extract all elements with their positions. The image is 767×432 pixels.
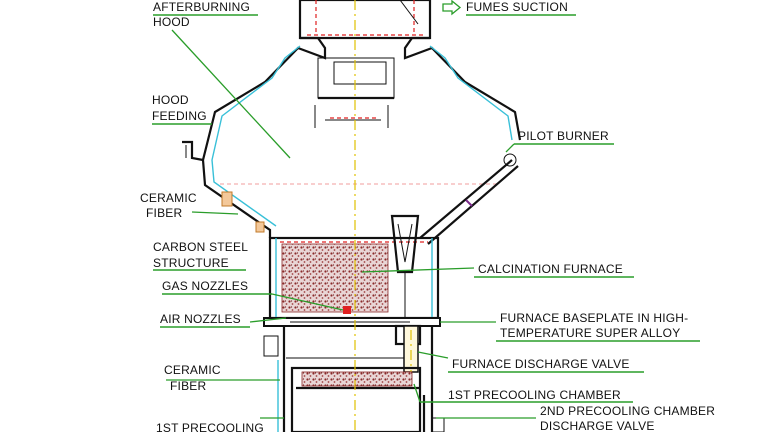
svg-text:FIBER: FIBER: [170, 379, 206, 393]
label-air-nozzles: AIR NOZZLES: [160, 312, 287, 328]
label-first-precooling-chamber: 1ST PRECOOLING CHAMBER: [413, 383, 633, 403]
svg-text:FEEDING: FEEDING: [152, 109, 207, 123]
svg-text:AFTERBURNING: AFTERBURNING: [153, 0, 250, 14]
svg-text:2ND PRECOOLING CHAMBER: 2ND PRECOOLING CHAMBER: [540, 404, 715, 418]
afterburning-hood-outline: [201, 36, 522, 243]
label-ceramic-fiber-top: CERAMIC FIBER: [140, 191, 239, 220]
svg-text:TEMPERATURE SUPER ALLOY: TEMPERATURE SUPER ALLOY: [500, 326, 680, 340]
svg-text:CERAMIC: CERAMIC: [140, 191, 197, 205]
label-first-precooling-cut: 1ST PRECOOLING: [156, 417, 284, 432]
svg-text:FIBER: FIBER: [146, 206, 182, 220]
hood-feeding-pipe: [182, 140, 204, 162]
discharge-cone: [390, 214, 420, 320]
label-furnace-baseplate: FURNACE BASEPLATE IN HIGH- TEMPERATURE S…: [440, 311, 700, 342]
svg-text:HOOD: HOOD: [153, 15, 190, 29]
svg-text:STRUCTURE: STRUCTURE: [153, 256, 229, 270]
label-ceramic-fiber-bottom: CERAMIC FIBER: [164, 363, 280, 393]
label-pilot-burner: PILOT BURNER: [505, 129, 614, 153]
label-carbon-steel-structure: CARBON STEEL STRUCTURE: [153, 240, 248, 271]
svg-text:CALCINATION FURNACE: CALCINATION FURNACE: [478, 262, 623, 276]
svg-text:HOOD: HOOD: [152, 93, 189, 107]
label-calcination-furnace: CALCINATION FURNACE: [361, 262, 634, 278]
label-furnace-discharge-valve: FURNACE DISCHARGE VALVE: [417, 351, 644, 373]
svg-text:DISCHARGE VALVE: DISCHARGE VALVE: [540, 419, 655, 432]
svg-text:CERAMIC: CERAMIC: [164, 363, 221, 377]
chimney-stack: [298, 0, 432, 40]
furnace-discharge-valve-shaft: [403, 325, 419, 373]
svg-text:FURNACE DISCHARGE VALVE: FURNACE DISCHARGE VALVE: [452, 357, 630, 371]
label-gas-nozzles: GAS NOZZLES: [162, 279, 344, 311]
svg-text:CARBON STEEL: CARBON STEEL: [153, 240, 248, 254]
ceramic-fiber-upper-mark: [221, 191, 265, 233]
pilot-burner: [419, 153, 519, 245]
lower-chamber: [263, 326, 445, 432]
label-second-precooling-valve: 2ND PRECOOLING CHAMBER DISCHARGE VALVE: [436, 404, 715, 432]
calcination-furnace: [268, 236, 440, 320]
label-fumes-suction: FUMES SUCTION: [442, 0, 576, 16]
svg-text:AIR NOZZLES: AIR NOZZLES: [160, 312, 241, 326]
svg-text:1ST PRECOOLING CHAMBER: 1ST PRECOOLING CHAMBER: [448, 388, 621, 402]
svg-text:FURNACE BASEPLATE IN HIGH-: FURNACE BASEPLATE IN HIGH-: [500, 311, 688, 325]
svg-text:1ST PRECOOLING: 1ST PRECOOLING: [156, 421, 264, 432]
arrow-right-icon: [442, 0, 462, 16]
label-hood-feeding: HOOD FEEDING: [152, 93, 212, 125]
svg-text:GAS NOZZLES: GAS NOZZLES: [162, 279, 248, 293]
svg-text:FUMES SUCTION: FUMES SUCTION: [466, 0, 568, 14]
label-afterburning-hood: AFTERBURNING HOOD: [153, 0, 291, 159]
gas-nozzle-marker: [343, 306, 351, 314]
svg-text:PILOT BURNER: PILOT BURNER: [518, 129, 609, 143]
